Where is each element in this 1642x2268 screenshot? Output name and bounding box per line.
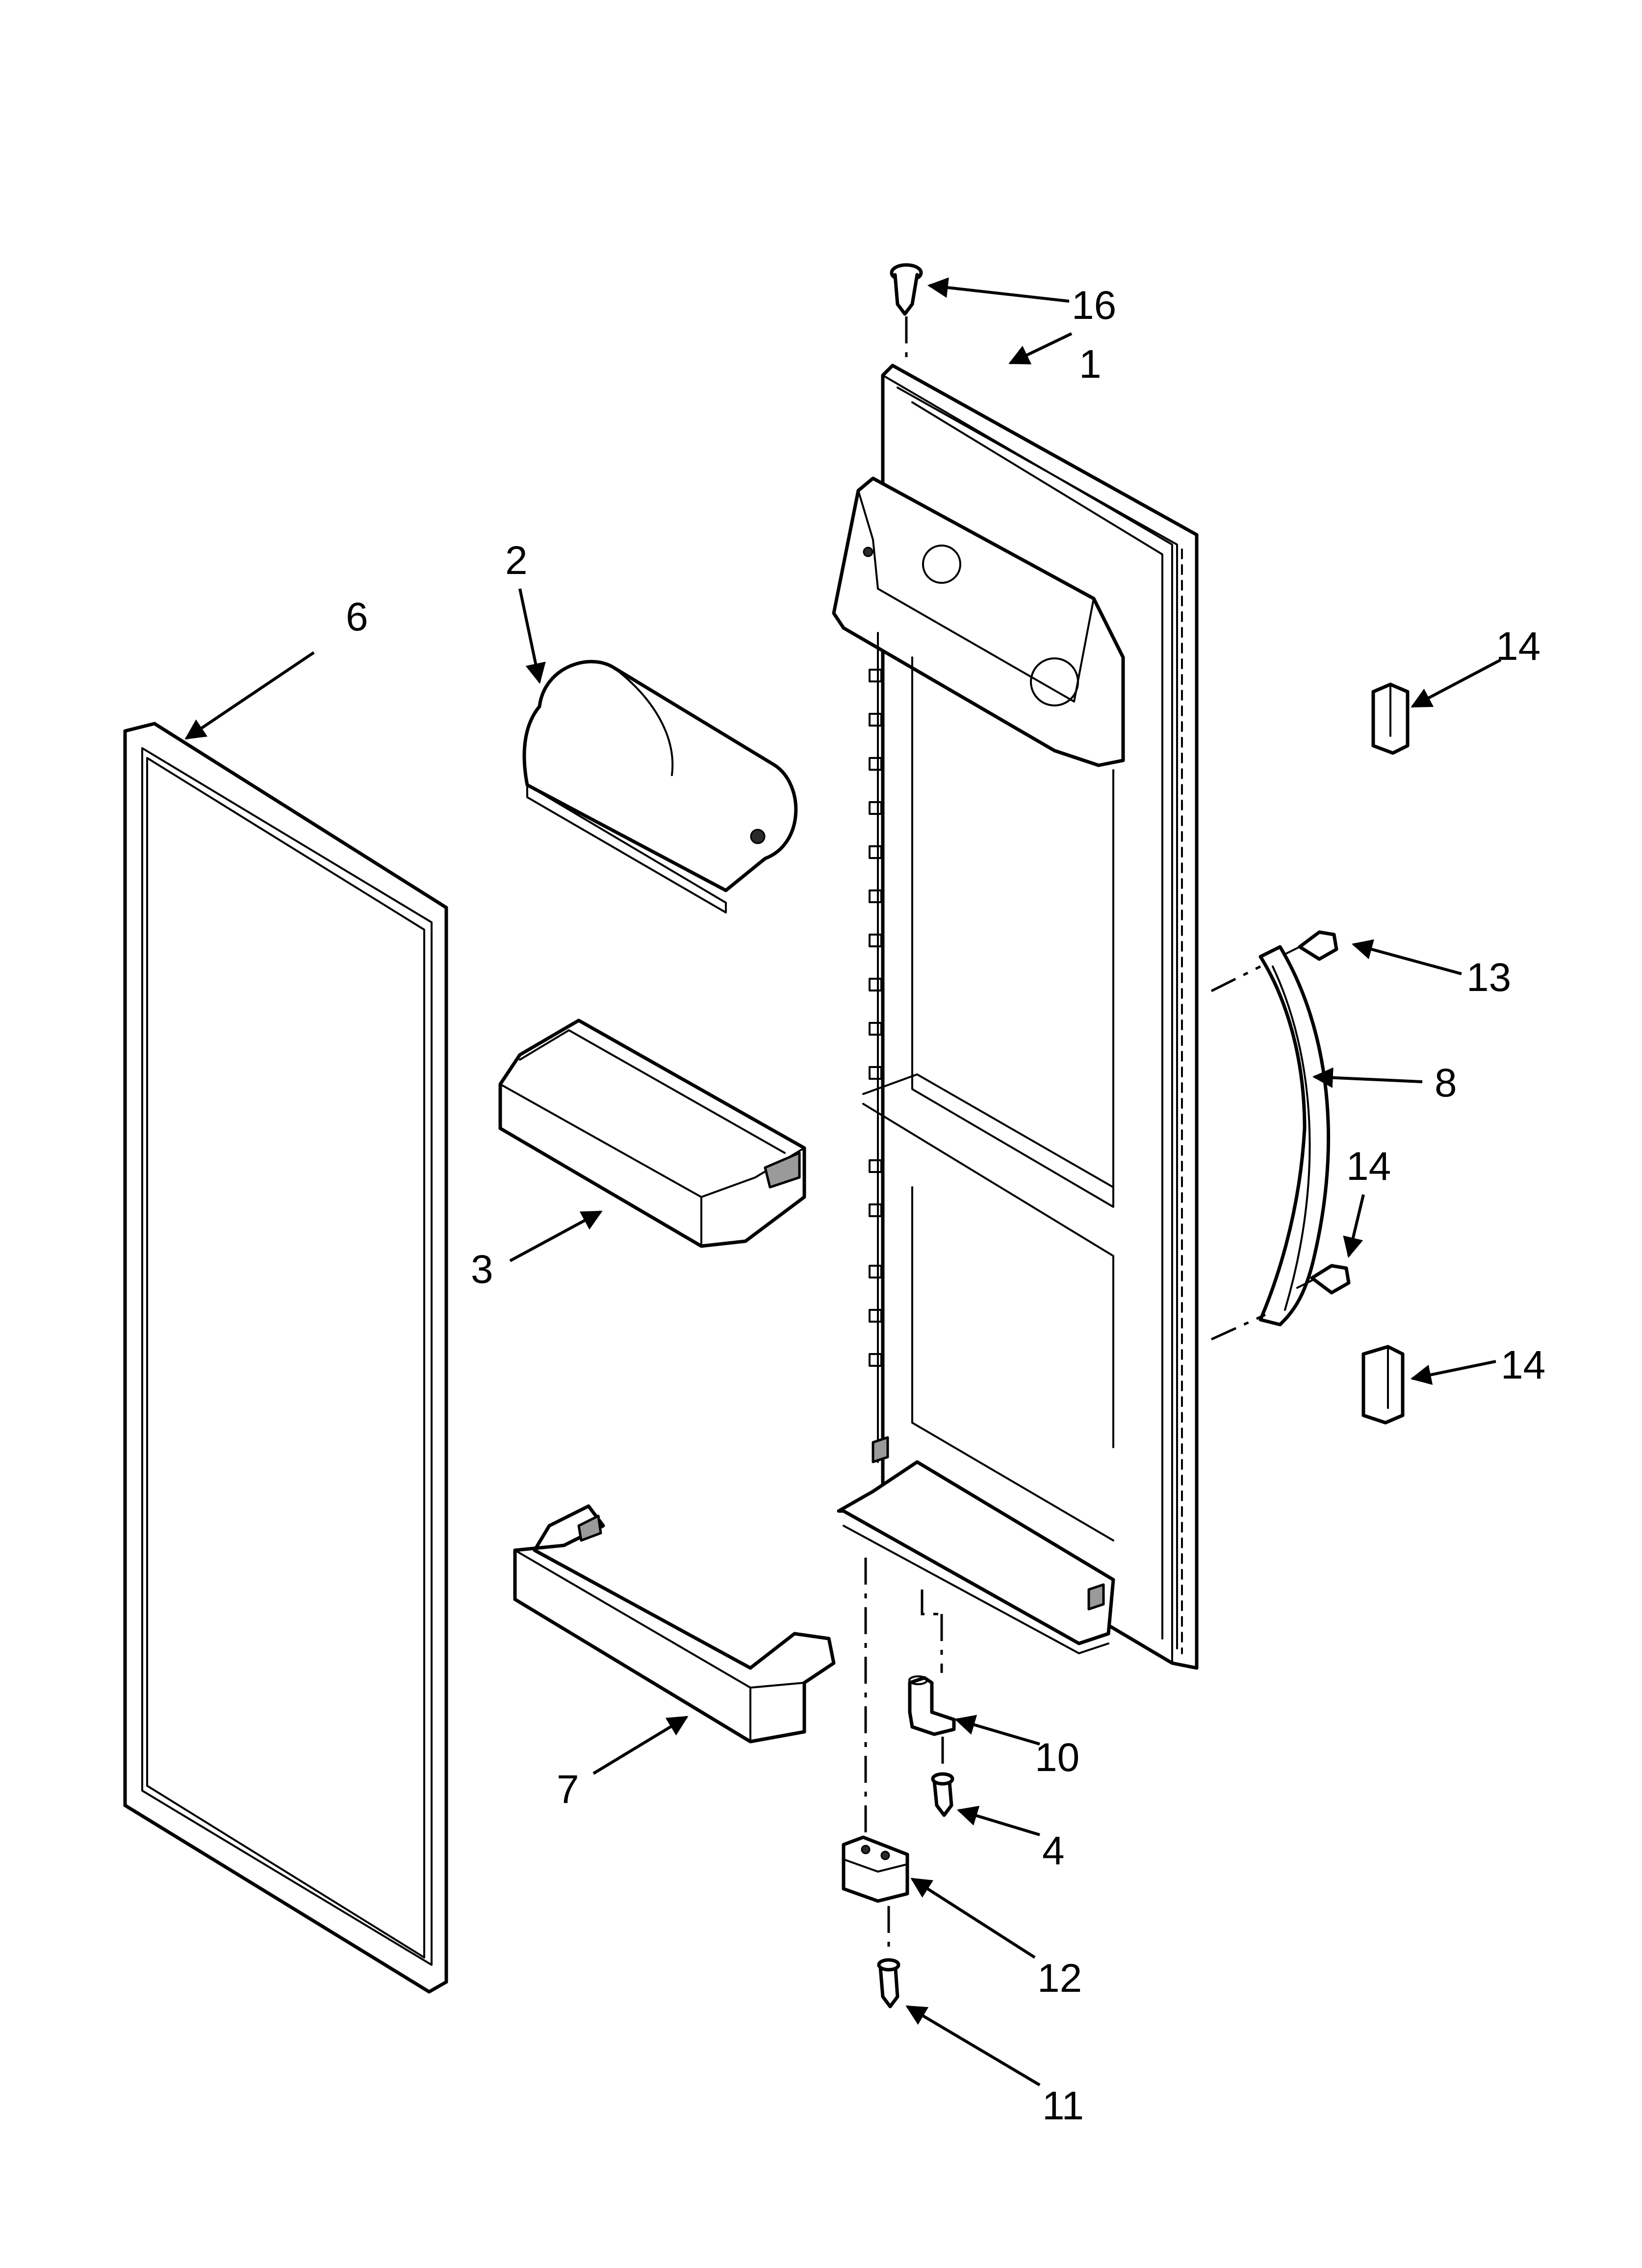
door-bin-part[interactable] [498,1018,806,1248]
callout-13-bottom: 14 [1346,1144,1391,1189]
callout-6: 6 [346,595,368,639]
callout-10: 10 [1035,1735,1079,1780]
hinge-screw-part[interactable] [931,1772,954,1817]
callout-14-bottom: 14 [1501,1343,1545,1387]
callout-2: 2 [505,538,528,583]
trim-top-part[interactable] [1371,682,1410,755]
callout-8: 8 [1435,1061,1457,1105]
callout-12: 12 [1037,1956,1082,2001]
trim-bottom-part[interactable] [1361,1345,1405,1425]
door-liner-part[interactable] [832,364,1199,1670]
lower-hinge-screw-part[interactable] [877,1958,900,2008]
callout-16: 16 [1072,283,1116,328]
callout-13-top: 13 [1466,955,1511,1000]
plug-part[interactable] [890,263,923,316]
callout-14-top: 14 [1496,624,1540,669]
door-gasket-part[interactable] [123,722,448,1994]
callout-1: 1 [1079,342,1102,387]
shelf-clip-row [869,669,882,1367]
screw-top-part[interactable] [1284,930,1338,961]
lower-door-bin-part[interactable] [513,1504,836,1744]
lower-hinge-part[interactable] [842,1835,909,1903]
callout-4: 4 [1042,1828,1065,1873]
dairy-bin-part[interactable] [522,660,798,913]
callout-3: 3 [471,1247,493,1292]
callout-7: 7 [557,1767,579,1812]
screw-bottom-part[interactable] [1296,1264,1351,1295]
door-handle-part[interactable] [1258,945,1330,1327]
hinge-part[interactable] [908,1675,956,1736]
callout-11: 11 [1042,2084,1084,2128]
